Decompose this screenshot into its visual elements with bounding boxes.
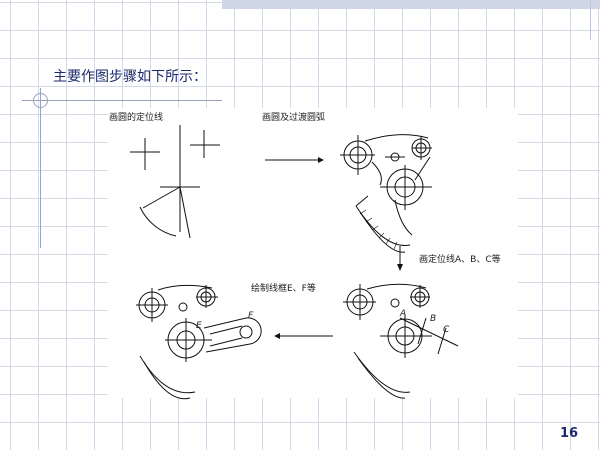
right-edge-line	[590, 0, 591, 40]
decor-circle-icon	[33, 93, 48, 108]
page-number: 16	[560, 426, 579, 441]
letter-f: F	[248, 311, 254, 321]
step3-label: 画定位线A、B、C等	[419, 255, 501, 265]
letter-c: C	[443, 325, 450, 335]
drawing-panel	[108, 108, 518, 398]
letter-b: B	[430, 314, 437, 324]
arrow-down-icon	[397, 246, 403, 271]
step4-label: 绘制线框E、F等	[251, 284, 316, 294]
step4-figure	[136, 284, 262, 400]
decor-line-horizontal	[22, 100, 222, 101]
step2-label: 画圆及过渡圆弧	[262, 113, 326, 123]
arrow-right-icon	[265, 157, 324, 163]
top-band	[222, 0, 600, 9]
step2-figure	[340, 134, 432, 253]
slide-title: 主要作图步骤如下所示：	[53, 69, 207, 85]
letter-e: E	[196, 321, 202, 331]
step3-figure	[343, 283, 459, 399]
decor-line-vertical	[40, 88, 41, 248]
step1-figure	[130, 125, 220, 239]
letter-a: A	[400, 309, 407, 319]
arrow-left-icon	[274, 333, 333, 339]
step1-label: 画圆的定位线	[109, 113, 164, 123]
